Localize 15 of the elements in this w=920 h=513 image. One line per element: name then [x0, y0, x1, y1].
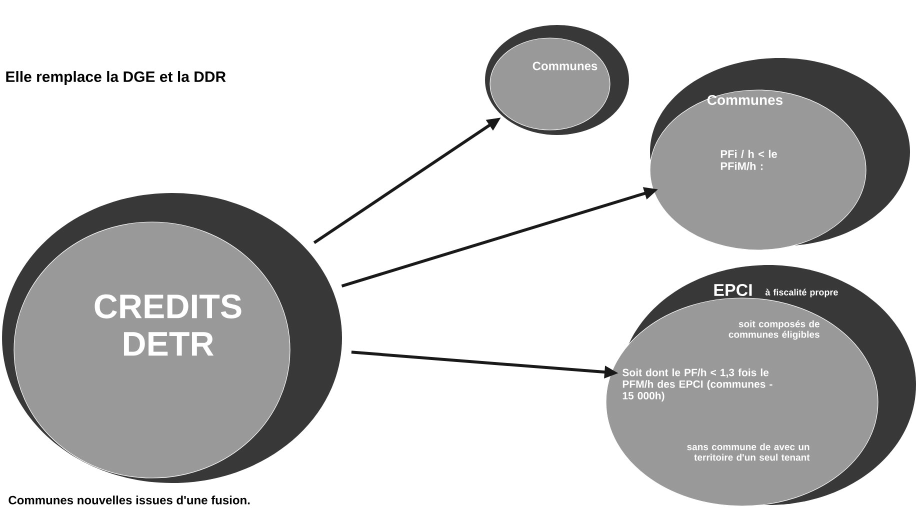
ellipse-shape	[650, 58, 910, 250]
node-text: Communes	[707, 95, 783, 105]
caption-text: Communes nouvelles issues d'une fusion.	[8, 496, 250, 504]
ellipse-shape	[485, 25, 629, 135]
node-text: à fiscalité propre	[765, 288, 838, 298]
node-text: EPCI	[714, 284, 752, 296]
caption-text: Elle remplace la DGE et la DDR	[6, 71, 226, 85]
ellipse-shape	[606, 265, 916, 506]
node-text: sans commune de avec un territoire d'un seul tenant	[687, 443, 810, 461]
node-text: Communes	[532, 62, 598, 70]
node-text: Soit dont le PF/h < 1,3 fois le PFM/h des EPCI (communes - 15 000h)	[622, 368, 772, 402]
node-text: soit composés de communes éligibles	[728, 320, 820, 340]
ellipse-shape	[2, 193, 342, 483]
node-text: PFi / h < le PFiM/h :	[720, 150, 777, 170]
node-text: CREDITS DETR	[94, 294, 242, 356]
